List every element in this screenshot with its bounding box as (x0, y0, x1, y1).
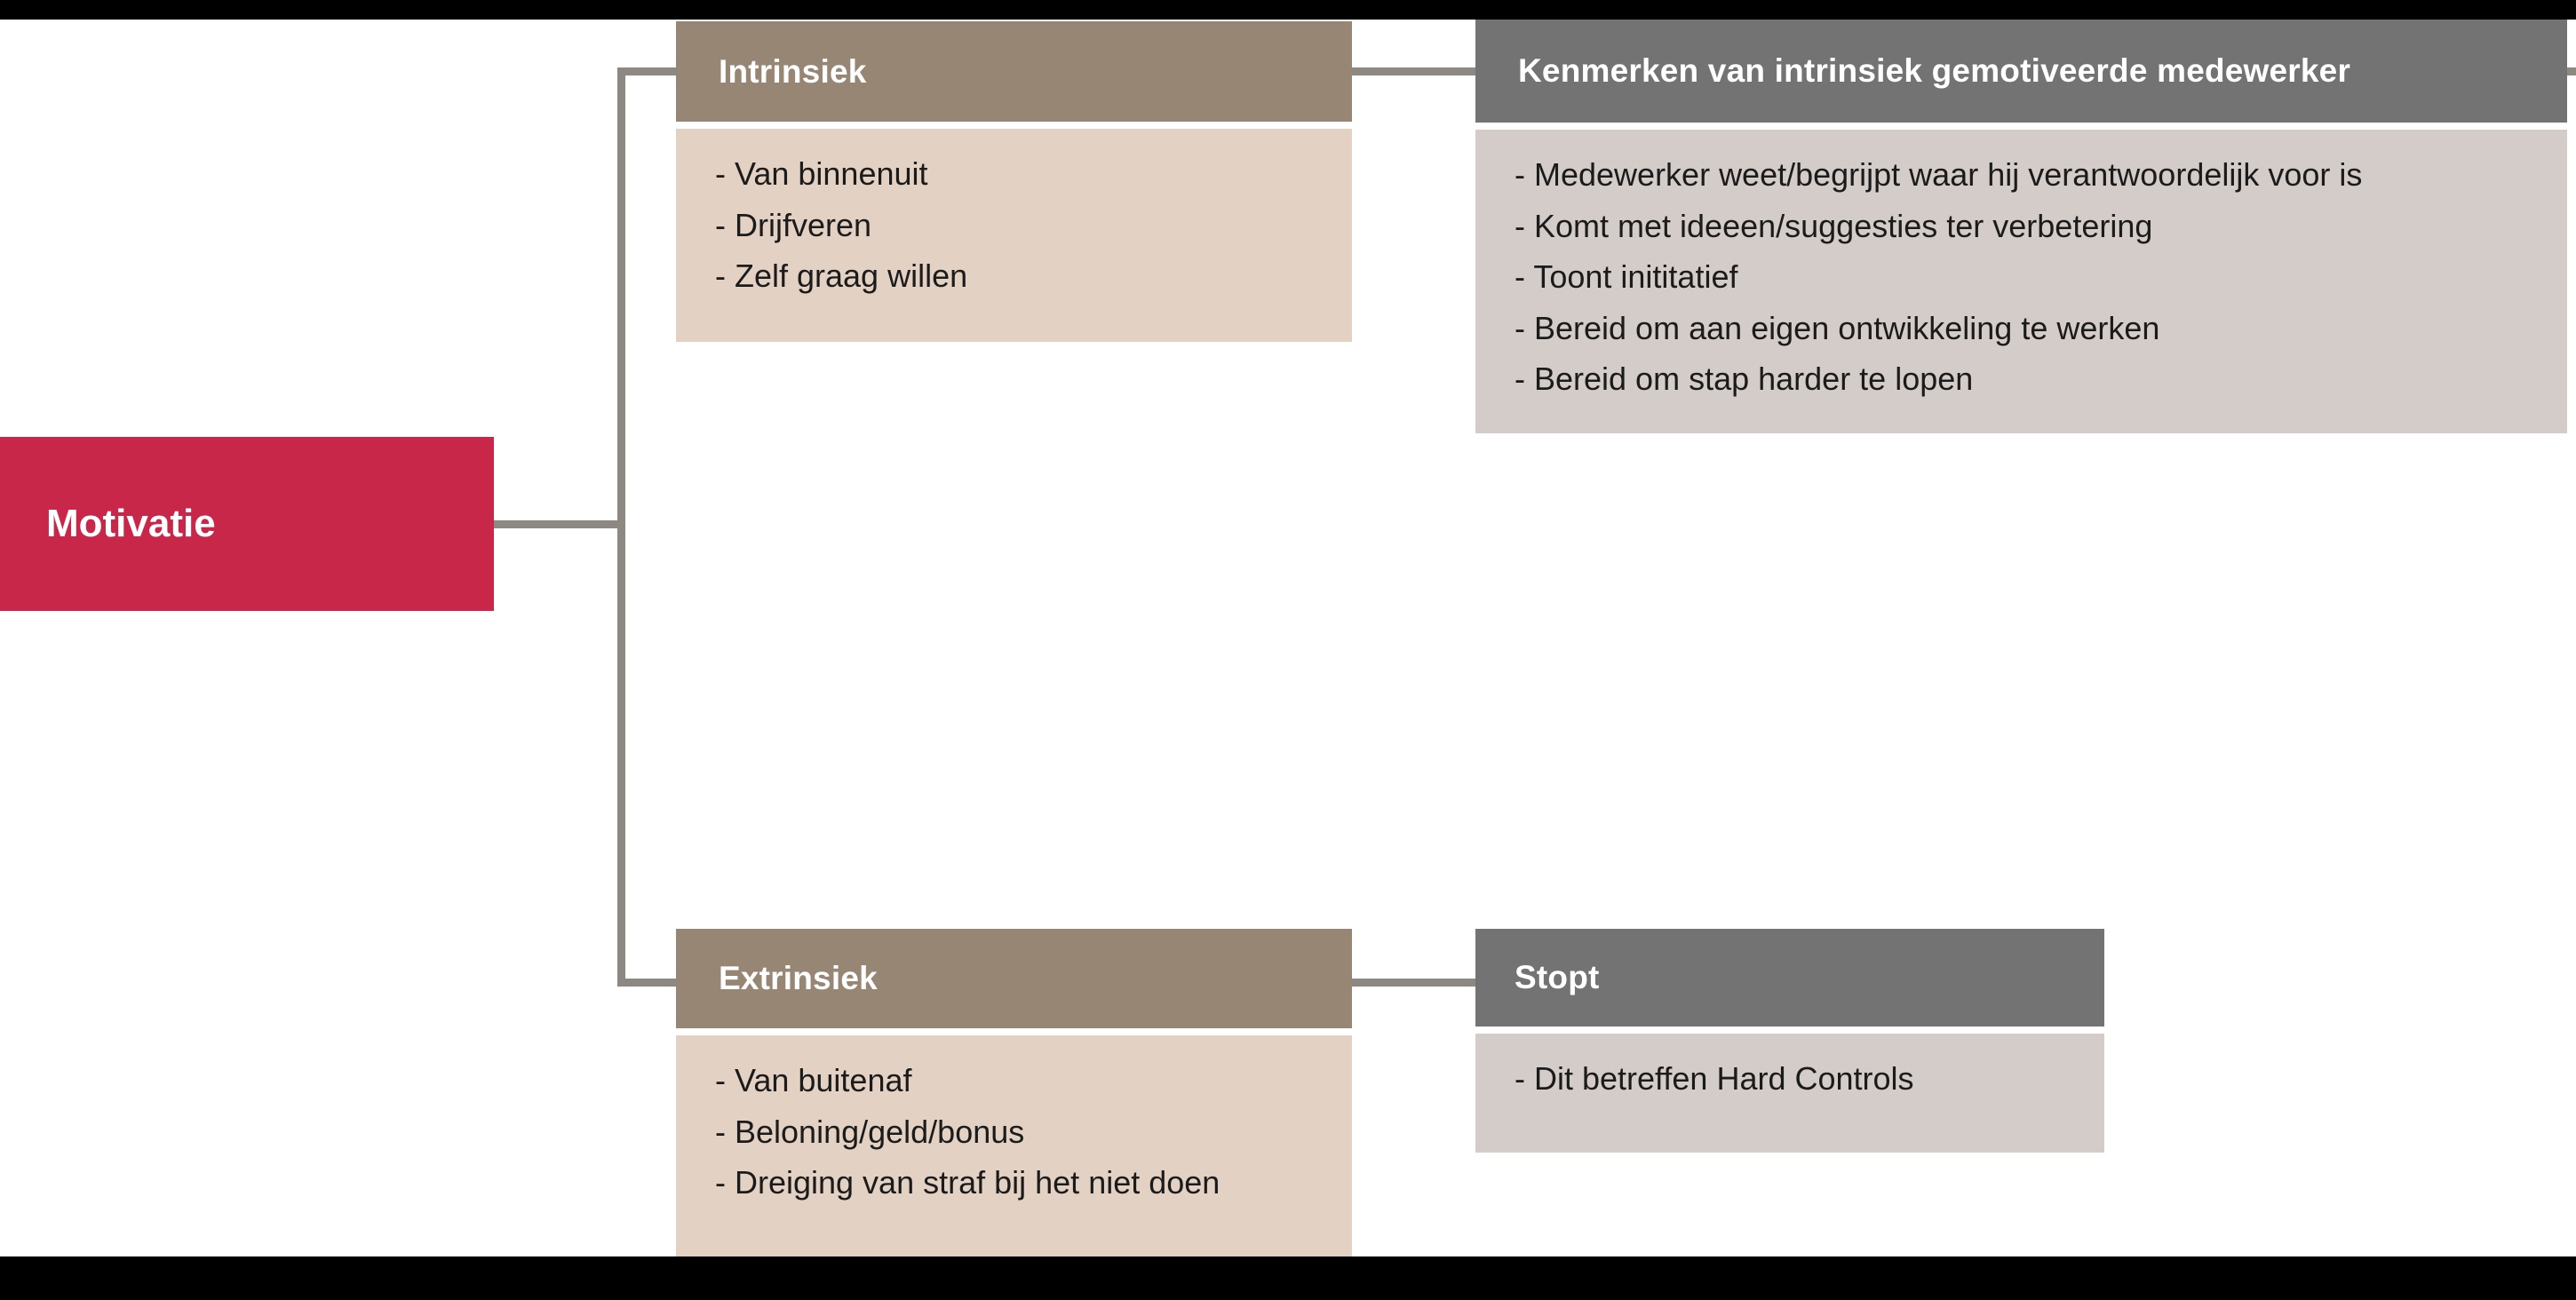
node-kenmerken[interactable]: Kenmerken van intrinsiek gemotiveerde me… (1475, 20, 2567, 433)
node-stopt[interactable]: Stopt - Dit betreffen Hard Controls (1475, 929, 2104, 1153)
node-stopt-title: Stopt (1515, 959, 1600, 995)
node-kenmerken-body: - Medewerker weet/begrijpt waar hij vera… (1475, 130, 2567, 433)
list-item: - Bereid om stap harder te lopen (1515, 361, 1974, 398)
list-item: - Dit betreffen Hard Controls (1515, 1060, 1914, 1097)
connector-vertical-spine (617, 67, 625, 987)
list-item: - Van buitenaf (715, 1062, 912, 1098)
list-item: - Toont inititatief (1515, 258, 1738, 296)
node-intrinsiek-body: - Van binnenuit - Drijfveren - Zelf graa… (676, 129, 1352, 342)
node-intrinsiek[interactable]: Intrinsiek - Van binnenuit - Drijfveren … (676, 21, 1352, 342)
list-item: - Drijfveren (715, 206, 872, 243)
list-item: - Bereid om aan eigen ontwikkeling te we… (1515, 309, 2160, 346)
connector-spine-to-extrinsiek (617, 979, 680, 987)
node-extrinsiek-body: - Van buitenaf - Beloning/geld/bonus - D… (676, 1035, 1352, 1256)
letterbox-top (0, 0, 2576, 20)
node-extrinsiek[interactable]: Extrinsiek - Van buitenaf - Beloning/gel… (676, 929, 1352, 1256)
node-intrinsiek-header[interactable]: Intrinsiek (676, 21, 1352, 122)
node-kenmerken-header[interactable]: Kenmerken van intrinsiek gemotiveerde me… (1475, 20, 2567, 123)
list-item: - Beloning/geld/bonus (715, 1113, 1025, 1150)
node-stopt-body: - Dit betreffen Hard Controls (1475, 1034, 2104, 1153)
node-intrinsiek-title: Intrinsiek (719, 52, 867, 90)
connector-extrinsiek-to-stopt (1352, 979, 1476, 987)
letterbox-bottom (0, 1256, 2576, 1300)
connector-root-to-spine (494, 520, 625, 528)
node-extrinsiek-title: Extrinsiek (719, 960, 878, 996)
list-item: - Komt met ideeen/suggesties ter verbete… (1515, 207, 2153, 244)
node-motivatie[interactable]: Motivatie (0, 437, 494, 611)
list-item: - Dreiging van straf bij het niet doen (715, 1164, 1220, 1201)
list-item: - Zelf graag willen (715, 258, 968, 295)
connector-intrinsiek-to-kenmerken (1352, 67, 1476, 75)
node-motivatie-label: Motivatie (46, 502, 216, 545)
node-kenmerken-title: Kenmerken van intrinsiek gemotiveerde me… (1518, 52, 2351, 89)
connector-right-edge-stub (2565, 67, 2576, 75)
node-stopt-header[interactable]: Stopt (1475, 929, 2104, 1027)
node-extrinsiek-header[interactable]: Extrinsiek (676, 929, 1352, 1028)
list-item: - Medewerker weet/begrijpt waar hij vera… (1515, 156, 2363, 193)
connector-spine-to-intrinsiek (617, 67, 680, 75)
list-item: - Van binnenuit (715, 155, 928, 192)
